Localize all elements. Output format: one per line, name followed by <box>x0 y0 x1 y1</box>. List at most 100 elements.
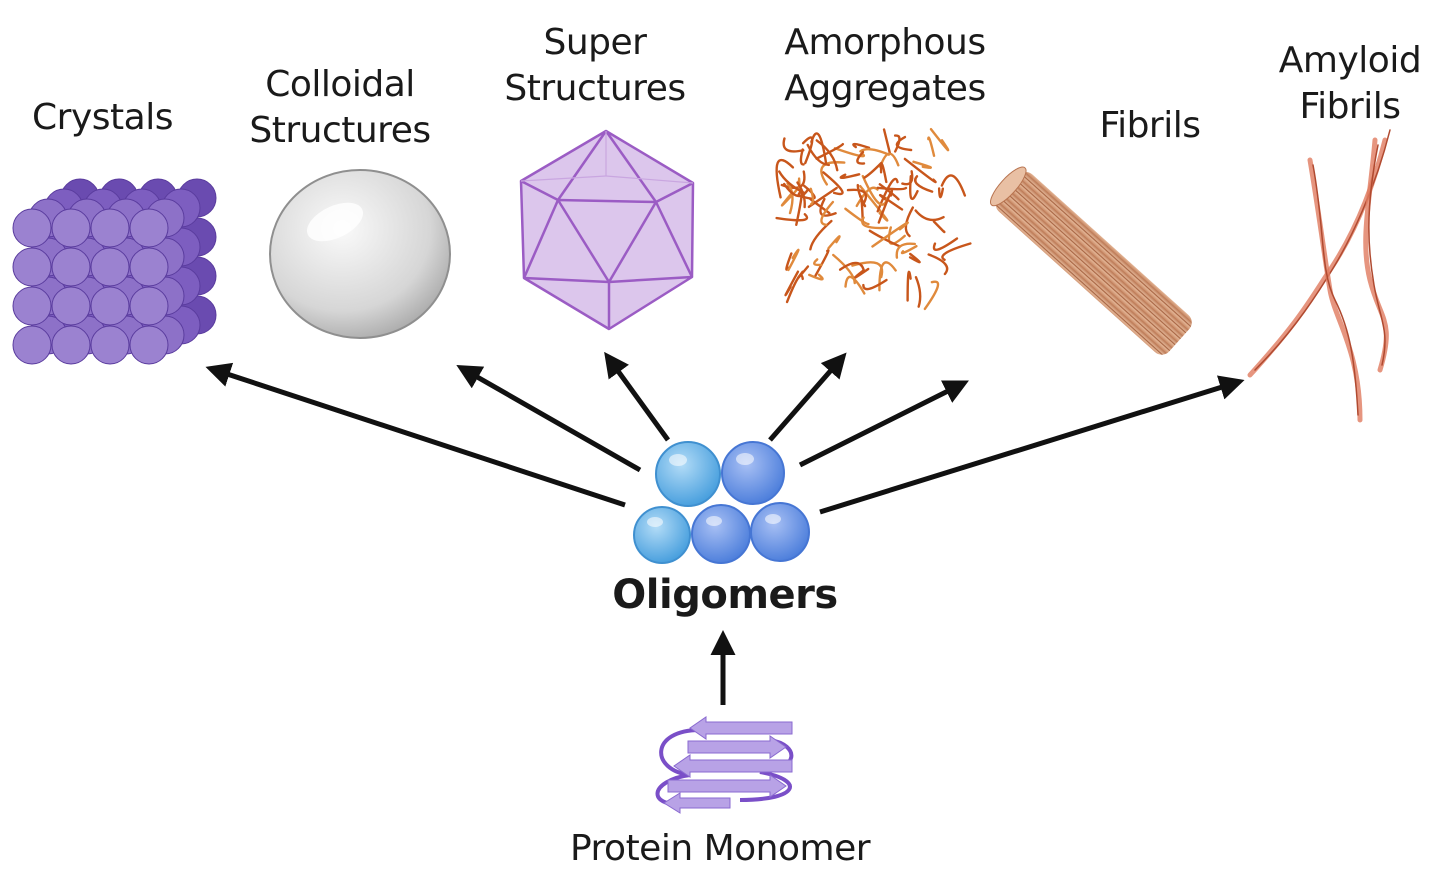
aggregate-strand <box>787 248 800 272</box>
aggregate-strand <box>856 183 867 208</box>
aggregate-strand <box>844 207 870 226</box>
aggregate-strand <box>784 270 800 297</box>
aggregate-strand <box>782 182 810 198</box>
aggregate-strand <box>923 280 940 311</box>
aggregate-strand <box>814 249 830 277</box>
aggregate-strand <box>839 173 861 180</box>
label-protein-monomer: Protein Monomer <box>530 826 910 872</box>
aggregate-strand <box>941 242 972 262</box>
aggregate-strand <box>906 270 912 302</box>
aggregate-strand <box>861 216 889 230</box>
label-line: Colloidal <box>265 64 415 105</box>
aggregate-strand <box>785 274 804 304</box>
label-line: Aggregates <box>784 68 986 109</box>
aggregate-strand <box>810 132 828 166</box>
aggregate-strand <box>819 197 837 217</box>
crystal-sphere <box>12 286 52 326</box>
aggregate-strand <box>822 171 844 196</box>
label-line: Amorphous <box>784 22 986 63</box>
aggregate-strand <box>808 273 824 281</box>
aggregate-strand <box>820 200 835 227</box>
crystal-sphere <box>129 325 169 365</box>
crystal-sphere <box>51 325 91 365</box>
crystal-sphere <box>90 286 130 326</box>
crystal-sphere <box>51 247 91 287</box>
label-crystals: Crystals <box>10 95 195 141</box>
aggregate-strand <box>871 221 909 248</box>
label-amorphous-aggregates: Amorphous Aggregates <box>760 20 1010 112</box>
aggregate-strand <box>862 278 888 291</box>
aggregate-strand <box>815 139 839 172</box>
arrow-to-fibrils <box>798 380 969 468</box>
crystal-sphere <box>90 247 130 287</box>
aggregate-strand <box>853 267 870 279</box>
aggregate-strand <box>799 148 805 166</box>
aggregate-strand <box>806 143 831 167</box>
aggregate-strand <box>868 229 901 248</box>
label-line: Protein Monomer <box>569 828 871 869</box>
aggregate-strand <box>903 157 937 184</box>
aggregate-strand <box>795 189 803 226</box>
aggregate-strand <box>844 275 866 295</box>
aggregate-strand <box>879 162 888 184</box>
aggregate-strand <box>895 135 913 152</box>
aggregate-strand <box>775 213 809 222</box>
aggregate-strand <box>878 193 904 211</box>
aggregate-strand <box>859 148 891 156</box>
aggregate-strand <box>914 276 922 308</box>
arrow-to-amyloid <box>819 375 1245 515</box>
label-line: Super <box>543 22 647 63</box>
aggregate-strand <box>914 175 934 193</box>
aggregate-strand <box>832 253 856 285</box>
aggregate-strand <box>900 244 918 255</box>
oligomers-icon <box>633 441 810 564</box>
protein-monomer-icon <box>655 716 794 814</box>
crystal-sphere <box>129 247 169 287</box>
aggregate-strand <box>856 150 866 165</box>
label-line: Amyloid <box>1278 40 1422 81</box>
crystal-sphere <box>129 286 169 326</box>
arrow-to-amorphous <box>768 352 847 442</box>
label-line: Structures <box>249 110 431 151</box>
aggregate-strand <box>895 242 917 259</box>
crystal-sphere <box>51 286 91 326</box>
label-super-structures: Super Structures <box>485 20 705 112</box>
label-oligomers: Oligomers <box>580 572 870 618</box>
icosahedron-icon <box>519 129 695 331</box>
aggregate-strand <box>876 186 908 191</box>
label-line: Structures <box>504 68 686 109</box>
aggregate-strand <box>782 137 805 153</box>
aggregate-strand <box>932 220 946 234</box>
aggregate-strand <box>908 252 921 264</box>
aggregate-strand <box>852 142 871 150</box>
aggregate-strand <box>859 184 889 222</box>
aggregate-strand <box>812 258 823 267</box>
aggregate-strand <box>809 187 815 206</box>
aggregate-strand <box>815 142 845 160</box>
aggregate-strand <box>937 187 945 199</box>
arrow-to-colloidal <box>456 365 642 473</box>
fibril-cylinder-icon <box>990 166 1192 355</box>
aggregate-strand <box>780 189 798 207</box>
crystal-sphere <box>90 325 130 365</box>
aggregate-strand <box>929 127 950 152</box>
aggregate-strand <box>827 235 841 250</box>
crystals-icon <box>12 178 217 365</box>
label-fibrils: Fibrils <box>1075 103 1225 149</box>
label-line: Oligomers <box>612 572 838 618</box>
aggregate-strand <box>932 237 959 251</box>
crystal-sphere <box>90 208 130 248</box>
label-line: Fibrils <box>1099 105 1201 146</box>
colloidal-sphere-icon <box>269 169 451 339</box>
arrows <box>205 351 1245 705</box>
aggregate-strand <box>914 209 945 222</box>
crystal-sphere <box>12 247 52 287</box>
aggregate-strand <box>838 261 865 272</box>
crystal-sphere <box>12 325 52 365</box>
aggregate-strand <box>878 183 900 201</box>
label-amyloid-fibrils: Amyloid Fibrils <box>1255 38 1435 130</box>
aggregate-strand <box>940 174 967 197</box>
crystal-sphere <box>129 208 169 248</box>
aggregate-strand <box>796 181 806 209</box>
